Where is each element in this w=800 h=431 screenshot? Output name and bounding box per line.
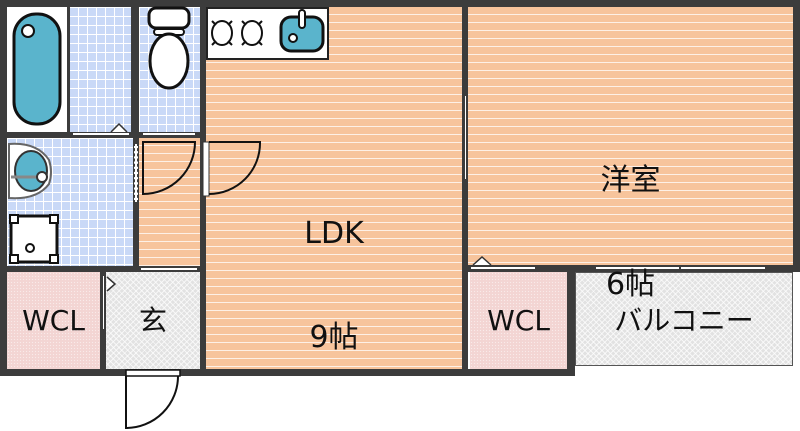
step-marker-bath xyxy=(110,122,128,133)
sliding-door-wcl-entrance xyxy=(102,275,105,330)
wall-left xyxy=(0,0,7,376)
washbasin-icon xyxy=(8,142,52,200)
wall-top xyxy=(0,0,800,7)
balcony xyxy=(575,272,793,366)
entrance-label: 玄 xyxy=(138,304,167,337)
front-door xyxy=(125,369,181,430)
stove-burner-icon xyxy=(211,20,263,46)
window-toilet xyxy=(142,132,196,136)
dashed-door-wash xyxy=(134,143,138,203)
wall-wash-hall xyxy=(133,138,139,272)
wall-bottom-left xyxy=(0,369,470,376)
step-marker-entrance xyxy=(106,276,117,292)
kitchen-sink-icon xyxy=(279,9,325,53)
ldk-name: LDK xyxy=(304,216,364,251)
wcl-right-label: WCL xyxy=(487,304,550,337)
ldk-label: LDK 9帖 xyxy=(206,148,462,390)
bathtub-icon xyxy=(12,12,62,126)
sliding-door-western-1 xyxy=(470,266,536,270)
wall-right xyxy=(793,0,800,272)
ldk-room xyxy=(206,7,462,369)
door-ldk xyxy=(202,141,262,197)
wall-wcl-balcony xyxy=(567,272,575,376)
wall-ldk-western xyxy=(462,0,468,376)
bathroom-floor xyxy=(69,7,131,132)
entrance-room xyxy=(106,272,200,369)
toilet-icon xyxy=(147,6,191,90)
opening-hall xyxy=(140,267,198,271)
western-room xyxy=(468,7,793,265)
door-hallway xyxy=(142,141,197,196)
wcl-left-label: WCL xyxy=(22,304,85,337)
wcl-right-room xyxy=(470,272,567,369)
sliding-door-western-2 xyxy=(595,266,680,270)
hallway xyxy=(139,138,200,266)
wcl-left-room xyxy=(7,272,100,369)
sliding-door-ldk-western xyxy=(464,95,467,180)
western-room-size: 6帖 xyxy=(605,266,656,302)
wall-tub xyxy=(67,7,70,132)
washing-machine-icon xyxy=(9,214,59,264)
step-marker-western xyxy=(472,255,492,266)
western-room-label: 洋室 6帖 xyxy=(468,95,793,337)
ldk-size: 9帖 xyxy=(309,319,359,355)
sliding-door-western-3 xyxy=(680,266,766,270)
wall-mid-horizontal xyxy=(0,266,206,272)
wall-bath-toilet xyxy=(131,0,139,138)
wall-bottom-wcl xyxy=(462,369,575,376)
western-room-name: 洋室 xyxy=(600,163,661,198)
balcony-label: バルコニー xyxy=(614,304,754,337)
window-bath xyxy=(72,132,130,136)
